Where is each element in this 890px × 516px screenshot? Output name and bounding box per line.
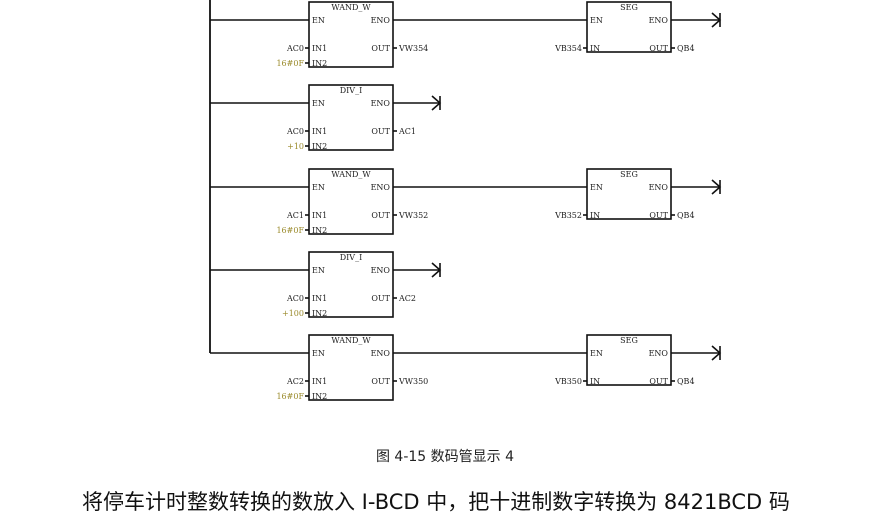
pin-label-in: IN bbox=[590, 377, 600, 386]
constant-operand: 16#0F bbox=[276, 226, 304, 235]
pin-label-out: OUT bbox=[371, 294, 390, 303]
input-operand: AC2 bbox=[286, 377, 304, 386]
pin-label-in: IN1 bbox=[312, 377, 327, 386]
output-operand: VW350 bbox=[398, 377, 428, 386]
pin-label-eno: ENO bbox=[649, 16, 669, 25]
function-block-wand_w bbox=[308, 168, 394, 235]
output-operand: QB4 bbox=[677, 377, 695, 386]
pin-label-in: IN1 bbox=[312, 294, 327, 303]
pin-label-out: OUT bbox=[649, 377, 668, 386]
pin-label-eno: ENO bbox=[371, 266, 391, 275]
pin-label-in: IN1 bbox=[312, 127, 327, 136]
pin-label-en: EN bbox=[590, 183, 603, 192]
pin-label-eno: ENO bbox=[371, 16, 391, 25]
pin-label-in2: IN2 bbox=[312, 142, 327, 151]
pin-label-in: IN bbox=[590, 211, 600, 220]
input-operand: VB352 bbox=[554, 211, 582, 220]
constant-operand: +100 bbox=[282, 309, 304, 318]
pin-label-in: IN1 bbox=[312, 211, 327, 220]
output-operand: VW352 bbox=[398, 211, 428, 220]
output-operand: QB4 bbox=[677, 211, 695, 220]
block-title: WAND_W bbox=[331, 170, 371, 179]
output-operand: AC2 bbox=[398, 294, 416, 303]
input-operand: AC0 bbox=[286, 294, 304, 303]
pin-label-en: EN bbox=[590, 16, 603, 25]
pin-label-eno: ENO bbox=[371, 349, 391, 358]
pin-label-out: OUT bbox=[371, 127, 390, 136]
function-block-wand_w bbox=[308, 334, 394, 401]
pin-label-en: EN bbox=[312, 266, 325, 275]
coil-end-arrow-icon bbox=[431, 262, 442, 278]
coil-end-arrow-icon bbox=[711, 345, 722, 361]
pin-label-out: OUT bbox=[371, 211, 390, 220]
pin-label-in: IN bbox=[590, 44, 600, 53]
pin-label-en: EN bbox=[590, 349, 603, 358]
constant-operand: +10 bbox=[287, 142, 304, 151]
block-title: SEG bbox=[620, 170, 638, 179]
pin-label-out: OUT bbox=[371, 44, 390, 53]
pin-label-eno: ENO bbox=[649, 183, 669, 192]
pin-label-en: EN bbox=[312, 99, 325, 108]
coil-end-arrow-icon bbox=[431, 95, 442, 111]
block-title: WAND_W bbox=[331, 336, 371, 345]
block-title: DIV_I bbox=[340, 86, 363, 95]
pin-label-eno: ENO bbox=[371, 183, 391, 192]
constant-operand: 16#0F bbox=[276, 59, 304, 68]
pin-label-eno: ENO bbox=[649, 349, 669, 358]
pin-label-eno: ENO bbox=[371, 99, 391, 108]
function-block-seg bbox=[586, 168, 672, 220]
block-title: SEG bbox=[620, 336, 638, 345]
pin-label-out: OUT bbox=[649, 44, 668, 53]
pin-label-en: EN bbox=[312, 183, 325, 192]
function-block-div_i bbox=[308, 251, 394, 318]
output-operand: QB4 bbox=[677, 44, 695, 53]
output-operand: AC1 bbox=[398, 127, 416, 136]
pin-label-in2: IN2 bbox=[312, 59, 327, 68]
function-block-div_i bbox=[308, 84, 394, 151]
pin-label-en: EN bbox=[312, 16, 325, 25]
pin-label-in2: IN2 bbox=[312, 392, 327, 401]
pin-label-in2: IN2 bbox=[312, 309, 327, 318]
input-operand: VB354 bbox=[554, 44, 582, 53]
block-title: SEG bbox=[620, 3, 638, 12]
pin-label-in: IN1 bbox=[312, 44, 327, 53]
figure-caption: 图 4-15 数码管显示 4 bbox=[375, 449, 515, 465]
input-operand: AC0 bbox=[286, 127, 304, 136]
pin-label-out: OUT bbox=[649, 211, 668, 220]
pin-label-in2: IN2 bbox=[312, 226, 327, 235]
input-operand: VB350 bbox=[554, 377, 582, 386]
function-block-wand_w bbox=[308, 1, 394, 68]
block-title: DIV_I bbox=[340, 253, 363, 262]
pin-label-out: OUT bbox=[371, 377, 390, 386]
output-operand: VW354 bbox=[398, 44, 428, 53]
constant-operand: 16#0F bbox=[276, 392, 304, 401]
input-operand: AC1 bbox=[286, 211, 304, 220]
pin-label-en: EN bbox=[312, 349, 325, 358]
body-paragraph: 将停车计时整数转换的数放入 I-BCD 中，把十进制数字转换为 8421BCD … bbox=[82, 490, 790, 514]
coil-end-arrow-icon bbox=[711, 12, 722, 28]
coil-end-arrow-icon bbox=[711, 179, 722, 195]
function-block-seg bbox=[586, 334, 672, 386]
block-title: WAND_W bbox=[331, 3, 371, 12]
function-block-seg bbox=[586, 1, 672, 53]
input-operand: AC0 bbox=[286, 44, 304, 53]
